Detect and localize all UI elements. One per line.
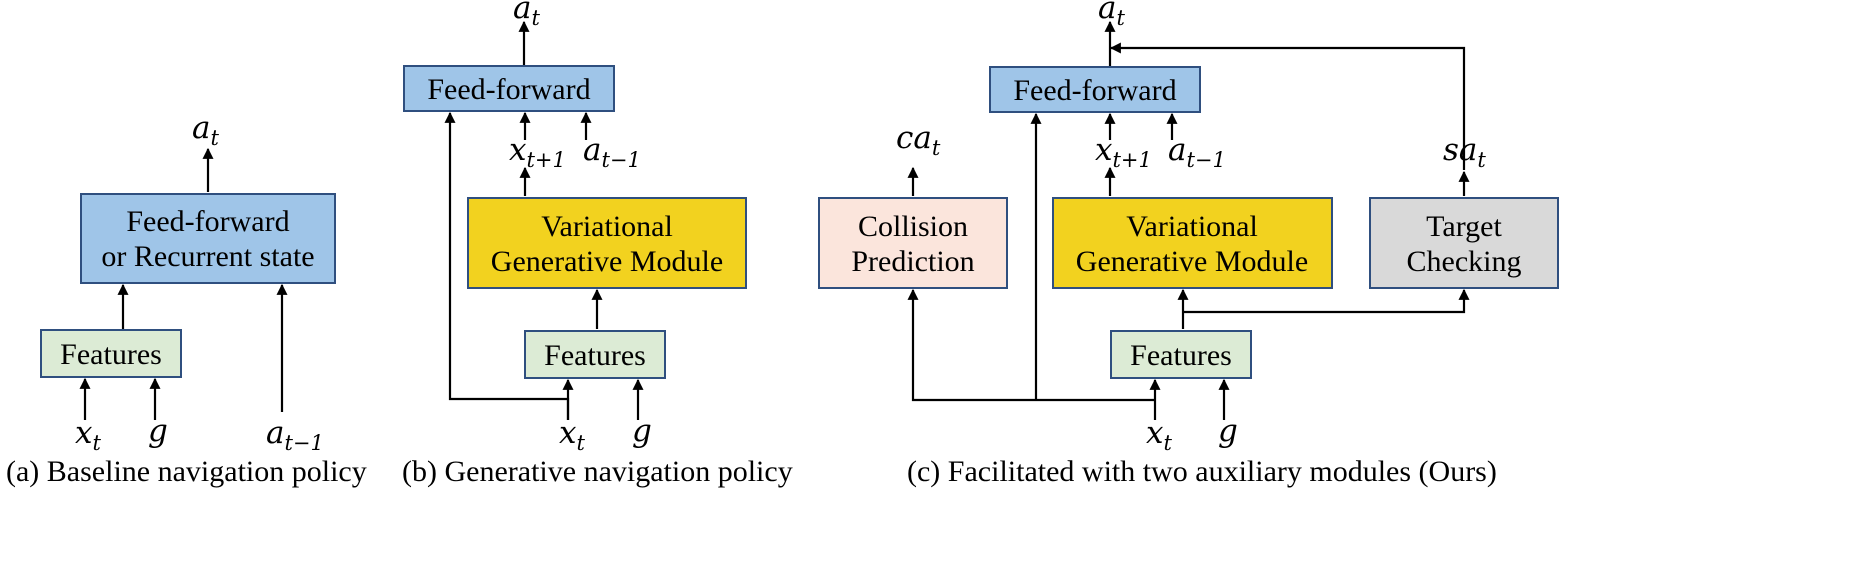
arrow-features-to-target-c	[1183, 288, 1470, 314]
features-box-c	[1110, 330, 1252, 379]
vgm-box-b	[467, 197, 747, 289]
input-xt-a: xt	[75, 415, 101, 455]
arrow-target-to-output-c	[1109, 42, 1466, 170]
predicted-state-b: xt+1	[509, 132, 566, 172]
target-box-c	[1369, 197, 1559, 289]
vgm-label-line1-b: Variational	[541, 210, 673, 243]
target-label-line1-c: Target	[1426, 210, 1502, 243]
collision-label-line2-c: Prediction	[851, 245, 974, 278]
input-xt-c: xt	[1146, 415, 1172, 455]
panel-b: Feed-forward Variational Generative Modu…	[402, 0, 793, 488]
predicted-state-c: xt+1	[1095, 132, 1152, 172]
collision-action-c: cat	[896, 120, 941, 160]
stop-action-c: sat	[1443, 132, 1486, 172]
panel-a: Features Feed-forward or Recurrent state…	[6, 110, 367, 488]
panel-c: Feed-forward Collision Prediction Variat…	[818, 0, 1559, 488]
output-action-a: at	[192, 110, 219, 150]
vgm-label-line1-c: Variational	[1126, 210, 1258, 243]
previous-action-c: at−1	[1168, 132, 1226, 172]
output-action-c: at	[1098, 0, 1125, 30]
features-label-a: Features	[60, 338, 162, 371]
input-goal-b: g	[632, 413, 652, 449]
vgm-label-line2-c: Generative Module	[1076, 245, 1308, 278]
skip-xt-to-collision-c	[907, 288, 1155, 402]
input-prev-action-a: at−1	[266, 415, 324, 455]
feedforward-box-b	[403, 65, 615, 112]
input-xt-b: xt	[559, 415, 585, 455]
caption-b: (b) Generative navigation policy	[402, 455, 793, 488]
input-goal-a: g	[148, 413, 168, 449]
policy-label-line2-a: or Recurrent state	[101, 240, 314, 273]
vgm-box-c	[1052, 197, 1333, 289]
features-box-a	[40, 329, 182, 378]
features-label-c: Features	[1130, 339, 1232, 372]
collision-box-c	[818, 197, 1008, 289]
previous-action-b: at−1	[583, 132, 641, 172]
feedforward-label-b: Feed-forward	[427, 73, 590, 106]
caption-c: (c) Facilitated with two auxiliary modul…	[907, 455, 1497, 488]
collision-label-line1-c: Collision	[858, 210, 968, 243]
vgm-label-line2-b: Generative Module	[491, 245, 723, 278]
feedforward-box-c	[989, 66, 1201, 113]
output-action-b: at	[513, 0, 540, 30]
policy-label-line1-a: Feed-forward	[126, 205, 289, 238]
target-label-line2-c: Checking	[1407, 245, 1522, 278]
input-goal-c: g	[1218, 413, 1238, 449]
feedforward-label-c: Feed-forward	[1013, 74, 1176, 107]
policy-box-a	[80, 193, 336, 284]
features-box-b	[524, 330, 666, 379]
features-label-b: Features	[544, 339, 646, 372]
caption-a: (a) Baseline navigation policy	[6, 455, 367, 488]
